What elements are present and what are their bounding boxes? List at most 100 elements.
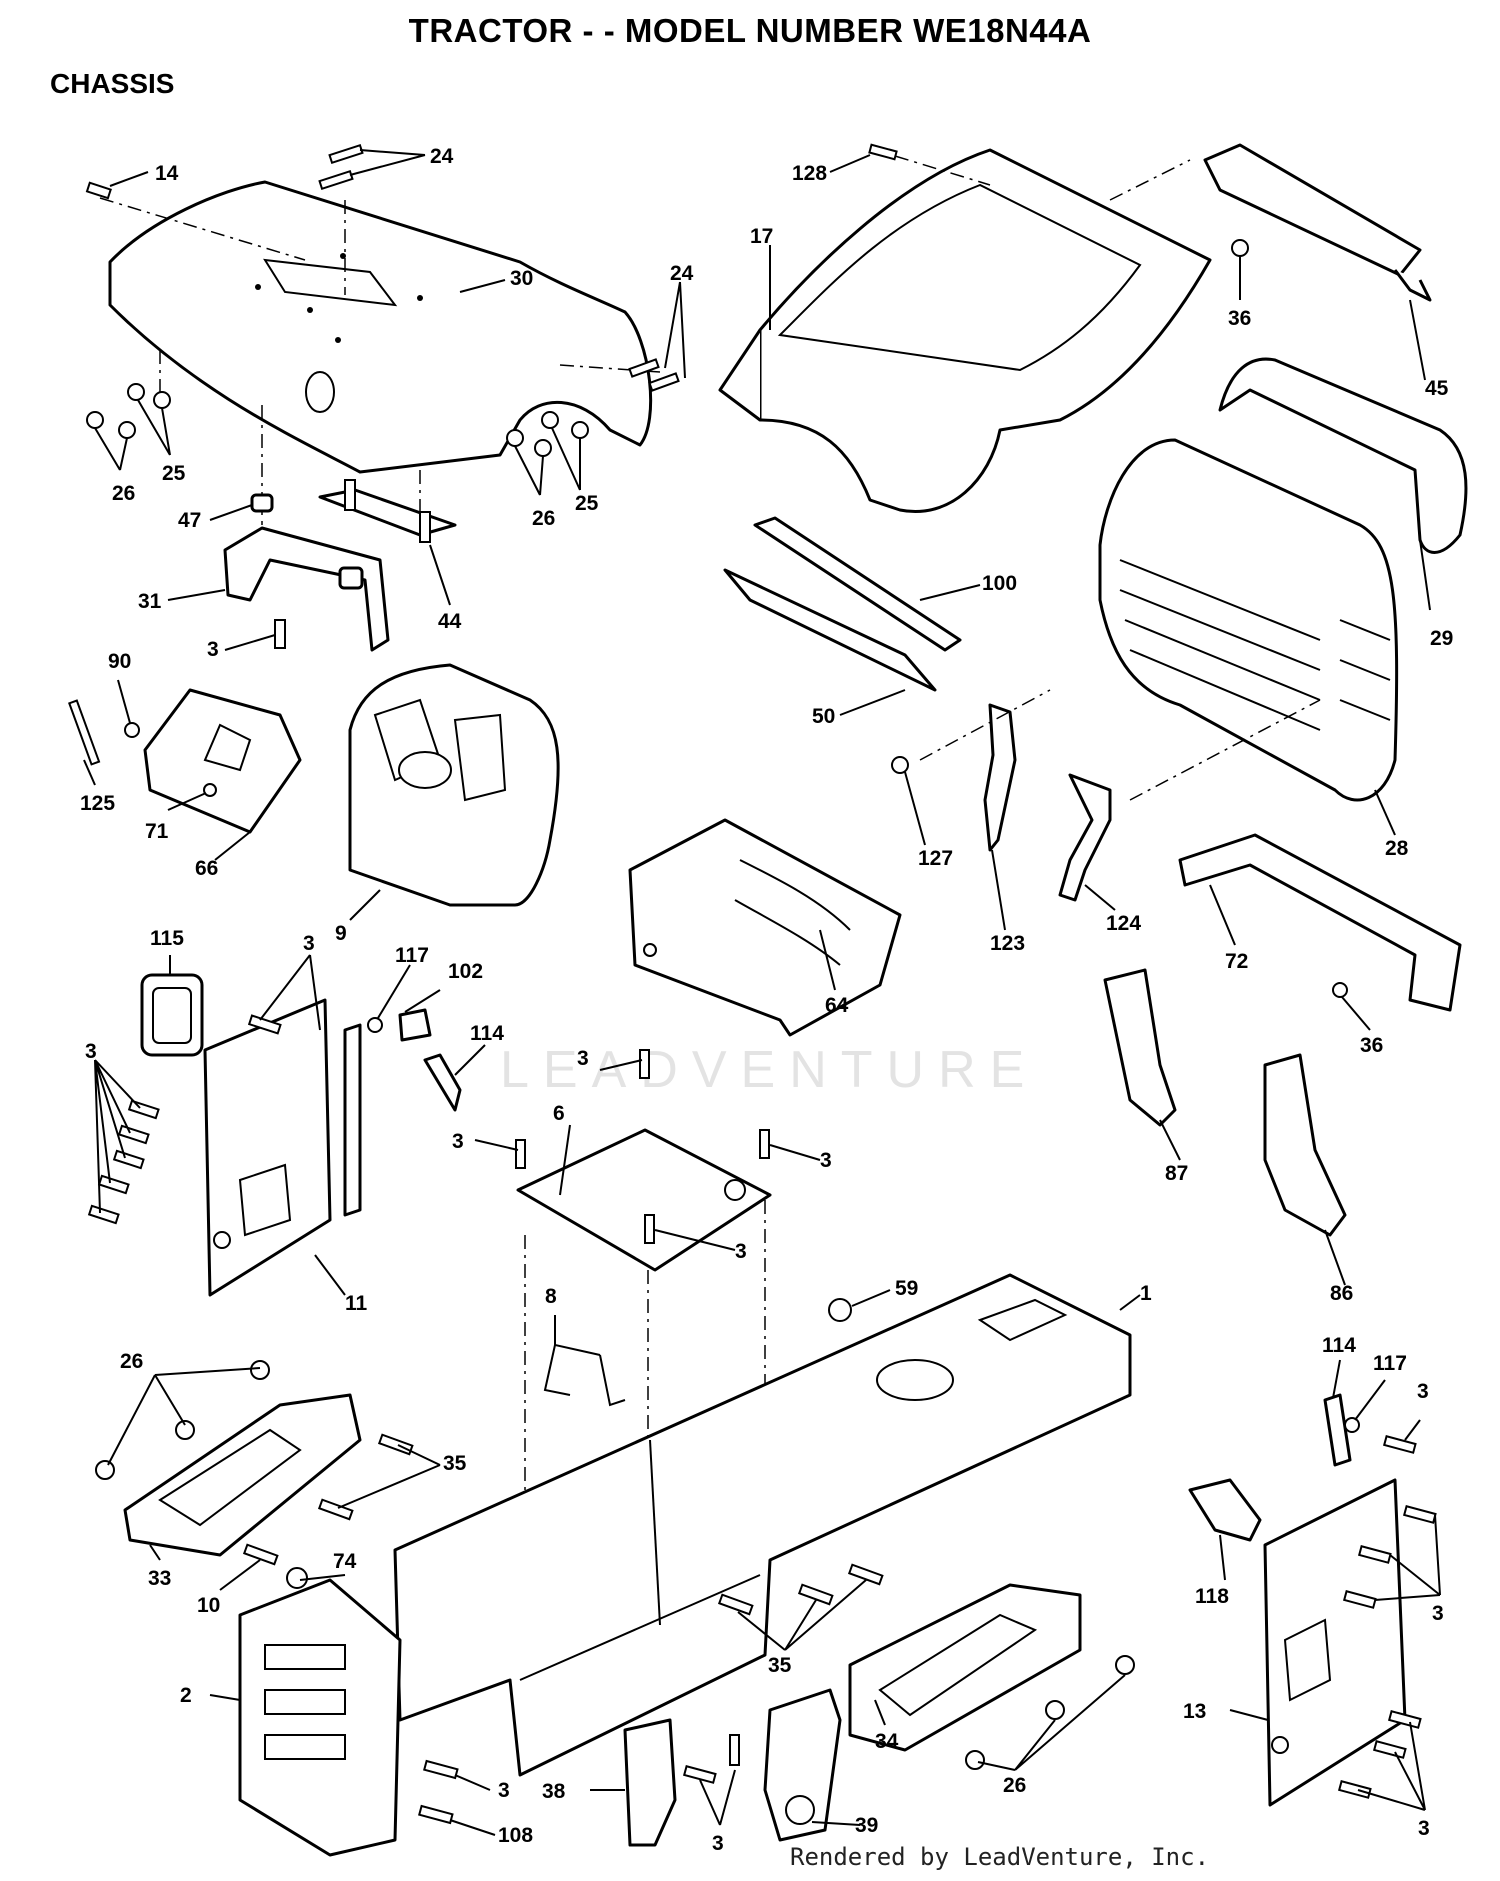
part-124-bracket <box>1058 773 1112 902</box>
callout-117: 117 <box>1373 1352 1407 1375</box>
callout-3: 3 <box>1418 1817 1430 1840</box>
bolt-125 <box>68 699 101 766</box>
part-102-bracket <box>398 1008 432 1042</box>
callout-3: 3 <box>207 638 219 661</box>
part-17-hood <box>718 148 1212 513</box>
callout-10: 10 <box>197 1594 220 1617</box>
bolts-35-center <box>717 1563 884 1616</box>
callout-30: 30 <box>510 267 533 290</box>
part-115-grommet <box>140 973 204 1057</box>
bolts-3-plate <box>515 1049 770 1244</box>
callout-100: 100 <box>982 572 1017 595</box>
watermark-text: LEADVENTURE <box>500 1041 1039 1099</box>
part-44-plate <box>318 479 457 543</box>
callout-9: 9 <box>335 922 347 945</box>
washer-117-left <box>367 1017 383 1033</box>
callout-71: 71 <box>145 820 169 843</box>
bolt-10 <box>242 1543 279 1566</box>
bolts-3-right-panel <box>1337 1435 1437 1799</box>
callout-36: 36 <box>1228 307 1251 330</box>
bolt-14 <box>85 181 112 200</box>
callout-17: 17 <box>750 225 773 248</box>
callout-64: 64 <box>825 994 849 1017</box>
part-8-clamp <box>543 1344 626 1407</box>
part-30-dash-panel <box>108 180 653 474</box>
part-100-bar <box>723 516 962 692</box>
callout-108: 108 <box>498 1824 533 1847</box>
part-31-bracket <box>223 526 390 652</box>
callout-66: 66 <box>195 857 218 880</box>
callout-3: 3 <box>303 932 315 955</box>
callout-1: 1 <box>1140 1282 1152 1305</box>
callout-6: 6 <box>553 1102 565 1125</box>
callout-128: 128 <box>792 162 827 185</box>
nuts-washers-26-25-right <box>506 411 589 457</box>
part-114-bracket-left <box>423 1053 462 1112</box>
callout-26: 26 <box>532 507 555 530</box>
callout-31: 31 <box>138 590 162 613</box>
callout-123: 123 <box>990 932 1025 955</box>
page-title: TRACTOR - - MODEL NUMBER WE18N44A <box>408 12 1092 49</box>
nuts-26-left <box>95 1360 270 1480</box>
callout-26: 26 <box>112 482 135 505</box>
callout-50: 50 <box>812 705 835 728</box>
callout-14: 14 <box>155 162 179 185</box>
callout-35: 35 <box>443 1452 467 1475</box>
callout-44: 44 <box>438 610 462 633</box>
washer-117-right <box>1344 1417 1360 1433</box>
callout-39: 39 <box>855 1814 878 1837</box>
callout-35: 35 <box>768 1654 792 1677</box>
callout-59: 59 <box>895 1277 918 1300</box>
callout-47: 47 <box>178 509 201 532</box>
callout-24: 24 <box>430 145 454 168</box>
callout-3: 3 <box>1417 1380 1429 1403</box>
callout-102: 102 <box>448 960 483 983</box>
callout-114: 114 <box>470 1022 504 1045</box>
part-86-cover <box>1263 1053 1347 1237</box>
part-2-plate <box>238 1578 402 1857</box>
part-1-frame <box>393 1273 1132 1777</box>
part-34-footrest-right <box>848 1583 1082 1752</box>
callout-11: 11 <box>345 1292 368 1315</box>
callout-36: 36 <box>1360 1034 1383 1057</box>
footer-credit: Rendered by LeadVenture, Inc. <box>790 1843 1210 1871</box>
bolts-3-left-panel <box>87 1014 282 1225</box>
callout-87: 87 <box>1165 1162 1188 1185</box>
callout-3: 3 <box>498 1779 510 1802</box>
callout-26: 26 <box>1003 1774 1026 1797</box>
part-114-bracket-right <box>1323 1393 1352 1467</box>
part-28-grille <box>1098 438 1399 802</box>
part-39-bracket <box>763 1688 842 1842</box>
callout-3: 3 <box>452 1130 464 1153</box>
nut-127 <box>891 756 909 774</box>
callout-34: 34 <box>875 1730 899 1753</box>
nuts-26-right <box>965 1655 1135 1770</box>
bolts-35-left <box>317 1433 414 1521</box>
section-title: CHASSIS <box>50 68 175 99</box>
callout-45: 45 <box>1425 377 1449 400</box>
callout-3: 3 <box>85 1040 97 1063</box>
part-11-side-panel <box>203 998 362 1297</box>
nut-36-top <box>1231 239 1249 257</box>
callout-38: 38 <box>542 1780 566 1803</box>
nut-36-lower <box>1332 982 1348 998</box>
part-66-plate <box>143 688 302 834</box>
part-87-cover <box>1103 968 1177 1127</box>
callout-72: 72 <box>1225 950 1248 973</box>
bolt-108 <box>418 1804 454 1825</box>
part-29-shield <box>1218 357 1468 554</box>
callout-25: 25 <box>162 462 186 485</box>
part-123-bracket <box>983 703 1017 852</box>
bolt-3-bracket <box>274 619 286 649</box>
callout-3: 3 <box>1432 1602 1444 1625</box>
callout-117: 117 <box>395 944 429 967</box>
bushing-59 <box>828 1298 852 1322</box>
callout-115: 115 <box>150 927 184 950</box>
callout-114: 114 <box>1322 1334 1356 1357</box>
callout-3: 3 <box>735 1240 747 1263</box>
callout-86: 86 <box>1330 1282 1353 1305</box>
part-13-side-panel <box>1263 1478 1407 1807</box>
callout-124: 124 <box>1106 912 1141 935</box>
part-45-bracket <box>1203 143 1432 302</box>
